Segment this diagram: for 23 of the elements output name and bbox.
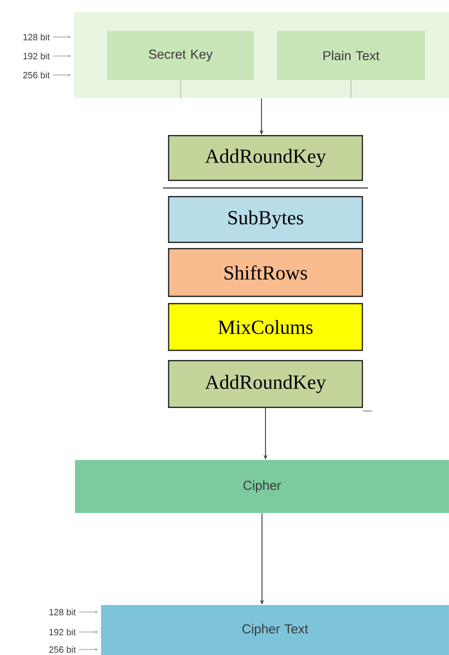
arrow: [52, 74, 70, 76]
connector-line: [180, 80, 181, 99]
arrow: [52, 55, 70, 57]
arrow: [78, 648, 98, 650]
arrow: [78, 631, 98, 633]
arrow: [52, 36, 70, 38]
round-step-box: MixColums: [168, 303, 363, 351]
bit-size-label: 192 bit: [49, 628, 76, 636]
bit-size-label: 256 bit: [49, 646, 76, 653]
input-box: Secret Key: [107, 31, 254, 80]
connector-line: [350, 80, 352, 99]
bit-size-label: 192 bit: [23, 52, 50, 60]
output-band: Cipher Text: [101, 605, 449, 655]
round-step-box: SubBytes: [168, 196, 363, 243]
input-box: Plain Text: [277, 31, 425, 80]
round-step-box: AddRoundKey: [168, 360, 363, 408]
round-step-box: ShiftRows: [168, 248, 363, 297]
cipher-band: Cipher: [75, 460, 449, 513]
bit-size-label: 128 bit: [23, 34, 50, 40]
bit-size-label: 128 bit: [49, 608, 76, 616]
arrow: [78, 611, 98, 613]
round-step-box: AddRoundKey: [168, 135, 363, 181]
bit-size-label: 256 bit: [23, 72, 50, 78]
